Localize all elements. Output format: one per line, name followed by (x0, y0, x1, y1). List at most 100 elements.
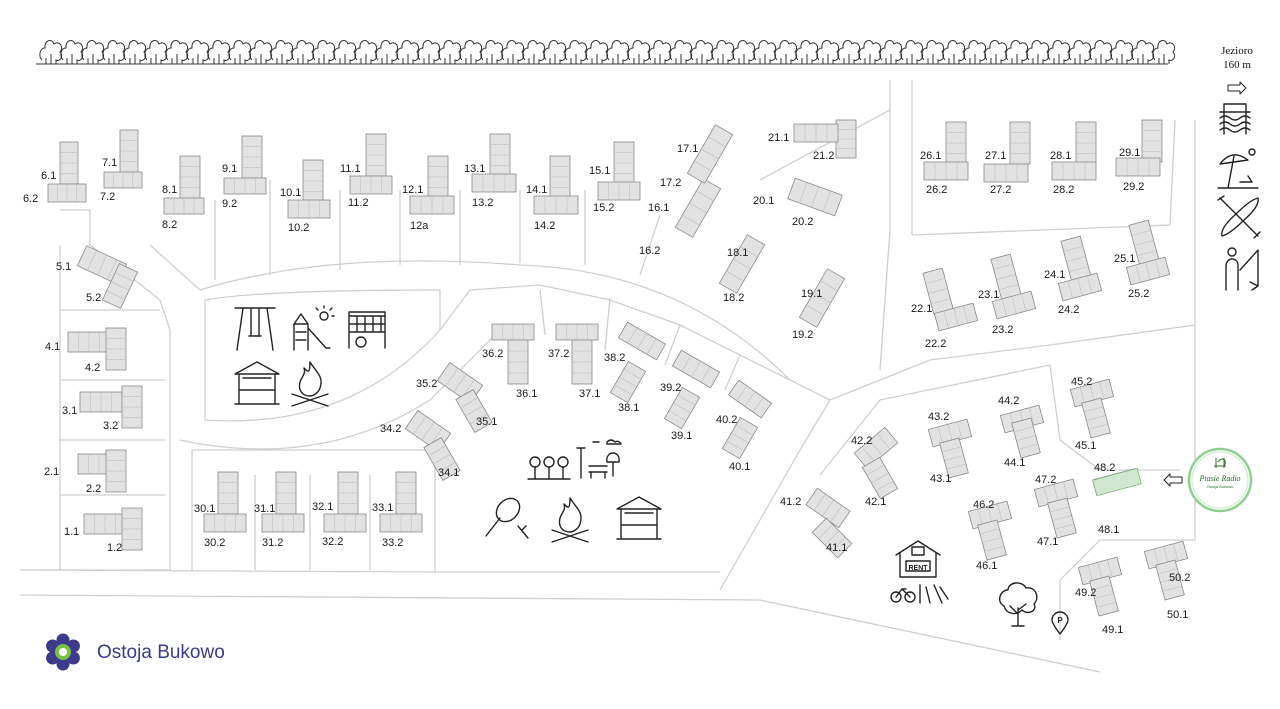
tree-icon (1089, 40, 1113, 64)
tree-icon (207, 40, 231, 64)
tree-icon (249, 40, 273, 64)
house-label: 24.2 (1058, 304, 1079, 316)
tree-icon (39, 40, 63, 64)
house-label: 35.1 (476, 416, 497, 428)
tree-icon (690, 40, 714, 64)
tree-icon (1152, 40, 1176, 64)
house-label: 39.2 (660, 382, 681, 394)
house-label: 12a (410, 220, 429, 232)
house-label: 15.1 (589, 165, 610, 177)
house-label: 20.2 (792, 216, 813, 228)
house-label: 3.1 (62, 405, 77, 417)
house-label: 44.2 (998, 395, 1019, 407)
pier-icon (1219, 103, 1251, 135)
slide-icon (293, 305, 335, 351)
house-plots (47, 119, 1189, 617)
house-label: 4.1 (45, 341, 60, 353)
tree-icon (354, 40, 378, 64)
tree-icon (102, 40, 126, 64)
house-label: 8.1 (162, 184, 177, 196)
tree-icon (522, 40, 546, 64)
tree-icon (459, 40, 483, 64)
house-label: 19.2 (792, 329, 813, 341)
house-label: 36.1 (516, 388, 537, 400)
roads (19, 80, 1196, 673)
tree-icon (998, 582, 1038, 627)
tree-icon (900, 40, 924, 64)
house-label: 29.2 (1123, 181, 1144, 193)
rent-label: RENT (908, 565, 928, 572)
tree-icon (858, 40, 882, 64)
house-label: 18.2 (723, 292, 744, 304)
house-label: 28.2 (1053, 184, 1074, 196)
house-label: 25.1 (1114, 253, 1135, 265)
house-label: 28.1 (1050, 150, 1071, 162)
tree-icon (1131, 40, 1155, 64)
house-label: 45.1 (1075, 440, 1096, 452)
park-bench-icon (576, 439, 622, 479)
house-label: 22.1 (911, 303, 932, 315)
house-label: 24.1 (1044, 269, 1065, 281)
house-label: 27.1 (985, 150, 1006, 162)
house-label: 31.2 (262, 537, 283, 549)
tree-icon (627, 40, 651, 64)
house-label: 40.2 (716, 414, 737, 426)
house-label: 48.2 (1094, 462, 1115, 474)
house-label: 14.2 (534, 220, 555, 232)
tree-icon (1026, 40, 1050, 64)
campfire-icon (291, 361, 329, 407)
house-plot-selected[interactable] (1092, 467, 1142, 497)
house-label: 7.1 (102, 157, 117, 169)
volleyball-net-icon (348, 311, 386, 349)
tree-icon (606, 40, 630, 64)
house-label: 37.1 (579, 388, 600, 400)
tree-icon (564, 40, 588, 64)
tree-icon (480, 40, 504, 64)
house-label: 19.1 (801, 288, 822, 300)
house-label: 50.1 (1167, 609, 1188, 621)
house-label: 21.1 (768, 132, 789, 144)
house-label: 10.2 (288, 222, 309, 234)
tree-icon (60, 40, 84, 64)
tree-icon (543, 40, 567, 64)
house-label: 9.2 (222, 198, 237, 210)
tree-icon (711, 40, 735, 64)
brand-logo-icon (46, 633, 80, 671)
tree-icon (942, 40, 966, 64)
house-label: 41.1 (826, 542, 847, 554)
tree-icon (879, 40, 903, 64)
house-label: 25.2 (1128, 288, 1149, 300)
house-label: 45.2 (1071, 376, 1092, 388)
campfire-icon (551, 497, 589, 543)
house-label: 3.2 (103, 420, 118, 432)
gazebo-icon (234, 361, 280, 405)
house-label: 46.1 (976, 560, 997, 572)
house-label: 17.2 (660, 177, 681, 189)
house-label: 30.2 (204, 537, 225, 549)
tree-icon (417, 40, 441, 64)
badminton-icon (485, 497, 529, 539)
tree-icon (375, 40, 399, 64)
tree-icon (228, 40, 252, 64)
house-label: 35.2 (416, 378, 437, 390)
house-label: 33.2 (382, 537, 403, 549)
house-label: 47.1 (1037, 536, 1058, 548)
tree-icon (270, 40, 294, 64)
house-label: 17.1 (677, 143, 698, 155)
house-label: 21.2 (813, 150, 834, 162)
ptasie-radio-badge[interactable]: Ptasie Radio Ostoja Bukowo (1187, 447, 1253, 513)
swing-icon (234, 307, 276, 351)
house-label: 11.2 (348, 197, 369, 209)
tree-icon (333, 40, 357, 64)
lake-distance: 160 m (1223, 59, 1251, 71)
tree-icon (753, 40, 777, 64)
house-label: 42.2 (851, 435, 872, 447)
tree-icon (165, 40, 189, 64)
house-label: 49.1 (1102, 624, 1123, 636)
house-label: 8.2 (162, 219, 177, 231)
house-label: 5.2 (86, 292, 101, 304)
lake-name: Jezioro (1221, 45, 1253, 57)
house-label: 38.1 (618, 402, 639, 414)
house-label: 13.2 (472, 197, 493, 209)
house-label: 43.1 (930, 473, 951, 485)
